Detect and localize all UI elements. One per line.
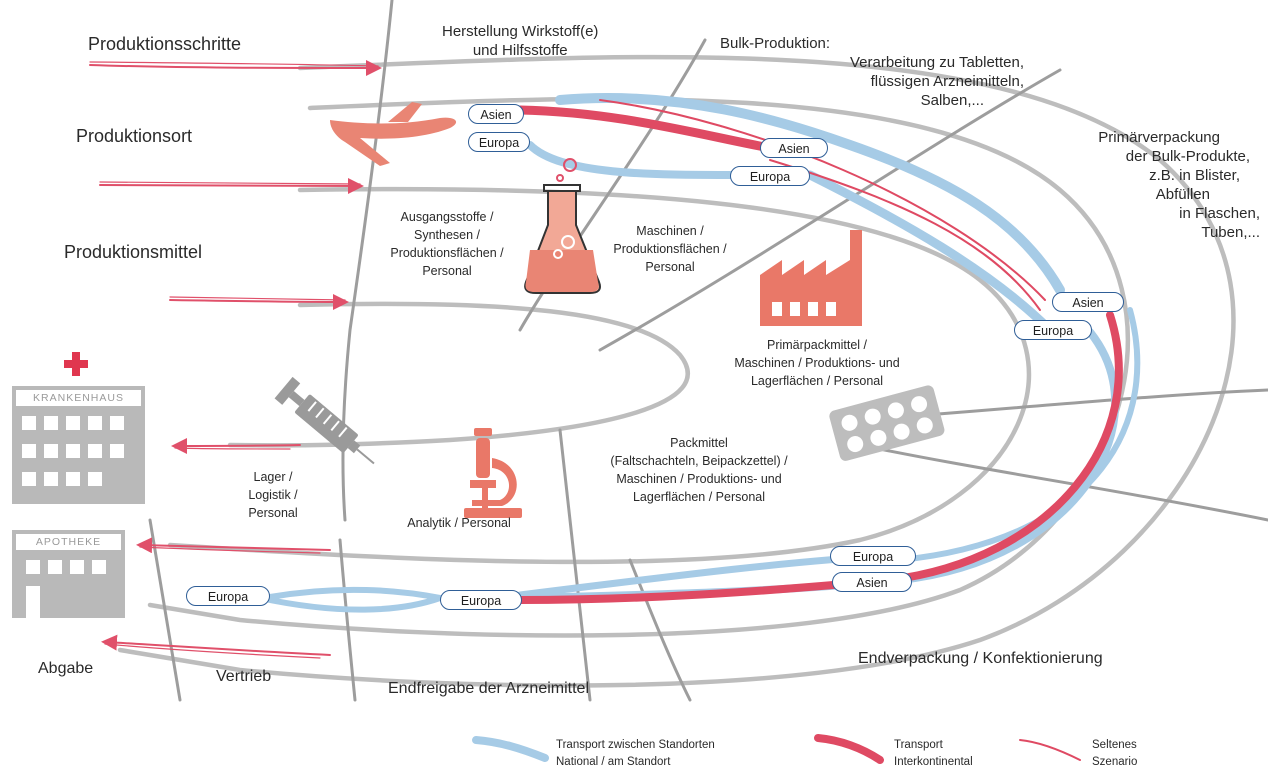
means-storage-line-1: Lager /: [253, 470, 293, 484]
means-analytics: Analytik / Personal: [407, 516, 511, 530]
means-synthesis-line-2: Synthesen /: [413, 228, 480, 242]
means-machines-line-2: Produktionsflächen /: [613, 242, 727, 256]
blister-pack-icon: [829, 385, 945, 461]
means-packaging: Packmittel (Faltschachteln, Beipackzette…: [585, 434, 813, 506]
stage-bulk-line-2: Verarbeitung zu Tabletten,: [849, 54, 1024, 71]
means-synthesis-line-3: Produktionsflächen /: [390, 246, 504, 260]
pharmacy-icon: [12, 530, 125, 618]
location-pill-s1-asia: Asien: [468, 104, 524, 124]
entry-arrows: [89, 59, 382, 310]
means-machines: Maschinen / Produktionsflächen / Persona…: [595, 222, 745, 276]
location-pill-s2-asia: Asien: [760, 138, 828, 158]
stage-bulk: Bulk-Produktion: Verarbeitung zu Tablett…: [720, 34, 1024, 110]
legend-swatches: [472, 734, 1081, 764]
row-label-means: Produktionsmittel: [64, 242, 203, 262]
location-pill-s4-europe: Europa: [830, 546, 916, 566]
legend-rare: Seltenes Szenario: [1092, 737, 1137, 771]
means-packaging-line-3: Maschinen / Produktions- und: [616, 472, 782, 486]
means-synthesis: Ausgangsstoffe / Synthesen / Produktions…: [372, 208, 522, 280]
microscope-icon: [464, 428, 522, 518]
transport-paths: [257, 93, 1141, 613]
location-pill-s6-europe: Europa: [186, 586, 270, 606]
means-storage-line-3: Personal: [248, 506, 298, 520]
exit-arrows: [101, 437, 331, 659]
pharmacy-sign: APOTHEKE: [35, 536, 102, 548]
stage-dispensing: Abgabe: [38, 660, 94, 677]
means-packaging-line-1: Packmittel: [670, 436, 728, 450]
stage-primary-line-1: Primärverpackung: [1098, 129, 1220, 146]
means-synthesis-line-4: Personal: [422, 264, 472, 278]
legend-intercontinental-line-2: Interkontinental: [894, 756, 973, 768]
means-primary-materials-line-2: Maschinen / Produktions- und: [734, 356, 900, 370]
means-machines-line-3: Personal: [645, 260, 695, 274]
legend-intercontinental-line-1: Transport: [894, 739, 943, 751]
track-loops: [117, 0, 1268, 702]
legend-rare-line-2: Szenario: [1092, 756, 1138, 768]
means-packaging-line-2: (Faltschachteln, Beipackzettel) /: [610, 454, 788, 468]
legend-national-line-1: Transport zwischen Standorten: [556, 739, 715, 751]
means-primary-materials: Primärpackmittel / Maschinen / Produktio…: [712, 336, 922, 390]
stage-primary-packaging: Primärverpackung der Bulk-Produkte, z.B.…: [1020, 128, 1260, 242]
means-machines-line-1: Maschinen /: [636, 224, 704, 238]
legend-national-line-2: National / am Standort: [556, 756, 671, 768]
stage-bulk-line-3: flüssigen Arzneimitteln,: [870, 73, 1024, 90]
means-packaging-line-4: Lagerflächen / Personal: [632, 490, 766, 504]
means-primary-materials-line-3: Lagerflächen / Personal: [750, 374, 884, 388]
hospital-sign: KRANKENHAUS: [33, 392, 124, 404]
hospital-icon: [12, 352, 145, 504]
stage-primary-line-5: in Flaschen,: [1179, 205, 1260, 222]
row-label-location: Produktionsort: [76, 126, 193, 146]
means-primary-materials-line-1: Primärpackmittel /: [766, 338, 868, 352]
stage-active-ingredient-line-2: und Hilfsstoffe: [472, 42, 568, 59]
stage-active-ingredient-line-1: Herstellung Wirkstoff(e): [442, 23, 599, 40]
syringe-icon: [274, 376, 375, 465]
means-synthesis-line-1: Ausgangsstoffe /: [400, 210, 494, 224]
location-pill-s3-asia: Asien: [1052, 292, 1124, 312]
means-storage: Lager / Logistik / Personal: [228, 468, 318, 522]
stage-active-ingredient: Herstellung Wirkstoff(e) und Hilfsstoffe: [442, 22, 598, 60]
stage-bulk-line-4: Salben,...: [920, 92, 984, 109]
means-storage-line-2: Logistik /: [248, 488, 298, 502]
legend-intercontinental: Transport Interkontinental: [894, 737, 973, 771]
location-pill-s3-europe: Europa: [1014, 320, 1092, 340]
stage-bulk-line-1: Bulk-Produktion:: [720, 35, 831, 52]
stage-primary-line-6: Tuben,...: [1201, 224, 1260, 241]
location-pill-s4-asia: Asien: [832, 572, 912, 592]
stage-primary-line-4: Abfüllen: [1155, 186, 1210, 203]
stage-primary-line-3: z.B. in Blister,: [1149, 167, 1240, 184]
stage-final-packaging: Endverpackung / Konfektionierung: [858, 650, 1103, 667]
flask-icon: [524, 158, 601, 294]
airplane-icon: [330, 102, 457, 166]
legend-national: Transport zwischen Standorten National /…: [556, 737, 715, 771]
row-label-steps: Produktionsschritte: [88, 34, 242, 54]
factory-icon: [760, 230, 862, 326]
stage-primary-line-2: der Bulk-Produkte,: [1125, 148, 1250, 165]
location-pill-s2-europe: Europa: [730, 166, 810, 186]
stage-distribution: Vertrieb: [216, 668, 272, 685]
location-pill-s1-europe: Europa: [468, 132, 530, 152]
location-pill-s5-europe: Europa: [440, 590, 522, 610]
stage-release: Endfreigabe der Arzneimittel: [388, 680, 589, 697]
legend-rare-line-1: Seltenes: [1092, 739, 1137, 751]
